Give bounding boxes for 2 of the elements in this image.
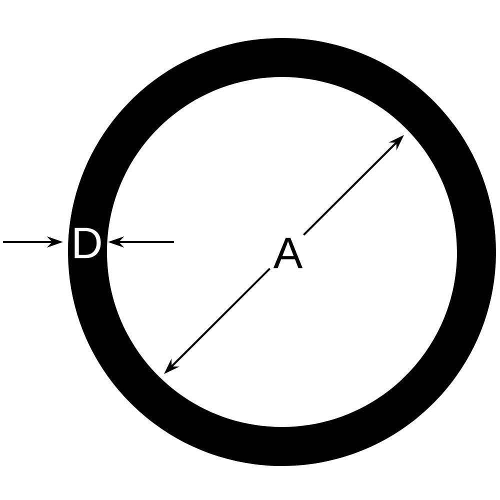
dimension-label: D <box>74 228 101 258</box>
dimension-label: A <box>273 238 303 268</box>
